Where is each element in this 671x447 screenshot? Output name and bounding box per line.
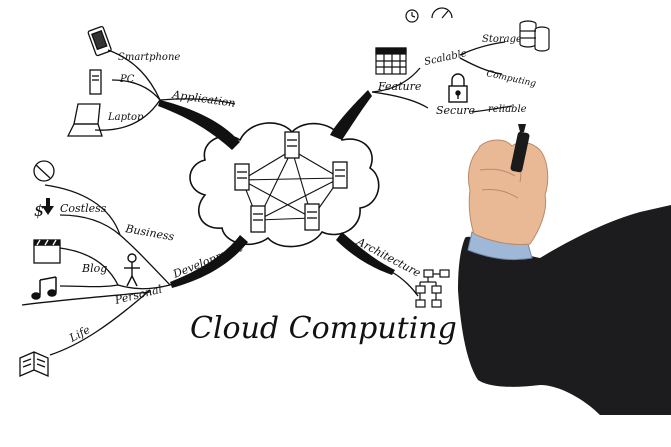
pc-label: PC xyxy=(119,74,135,85)
film-icon xyxy=(33,239,61,264)
dollar-label: $ xyxy=(34,201,44,220)
branch-architecture xyxy=(336,232,395,275)
businessman-arm xyxy=(458,124,671,415)
branch-development xyxy=(170,235,248,288)
laptop-icon xyxy=(66,103,103,137)
person-icon xyxy=(124,253,140,287)
gauge-icon xyxy=(431,7,453,19)
clock-icon xyxy=(405,9,419,23)
storage-label: Storage xyxy=(482,34,522,45)
music-notes-icon xyxy=(31,276,57,300)
cloud-diagram xyxy=(189,122,380,248)
lock-icon xyxy=(448,73,468,103)
pc-icon xyxy=(89,69,102,95)
dial-icon xyxy=(33,160,55,182)
architecture-branch: Architecture xyxy=(354,235,450,308)
business-label: Business xyxy=(123,222,175,244)
main-branches xyxy=(158,90,395,288)
blog-label: Blog xyxy=(81,262,107,275)
branch-application xyxy=(158,100,240,150)
marker-pen xyxy=(510,124,530,173)
laptop-label: Laptop xyxy=(107,112,144,123)
server-icon xyxy=(234,131,348,233)
book-icon xyxy=(19,351,49,377)
secure-label: Secure xyxy=(436,104,476,117)
org-chart-icon xyxy=(415,269,450,308)
page-title: Cloud Computing xyxy=(190,311,457,346)
feature-label: Feature xyxy=(377,80,422,93)
dollar-down-icon xyxy=(42,198,54,215)
storage-icon xyxy=(519,20,550,52)
branch-feature xyxy=(330,90,372,140)
development-label: Development xyxy=(170,241,245,281)
smartphone-label: Smartphone xyxy=(118,52,180,63)
feature-branch: Feature Scalable Storage Computing Secur… xyxy=(371,7,550,117)
scalable-label: Scalable xyxy=(423,48,468,68)
smartphone-icon xyxy=(87,26,112,57)
computing-label: Computing xyxy=(485,69,537,89)
hand xyxy=(467,139,549,245)
costless-label: Costless xyxy=(60,202,107,215)
calendar-icon xyxy=(375,47,407,75)
reliable-label: reliable xyxy=(488,104,527,115)
